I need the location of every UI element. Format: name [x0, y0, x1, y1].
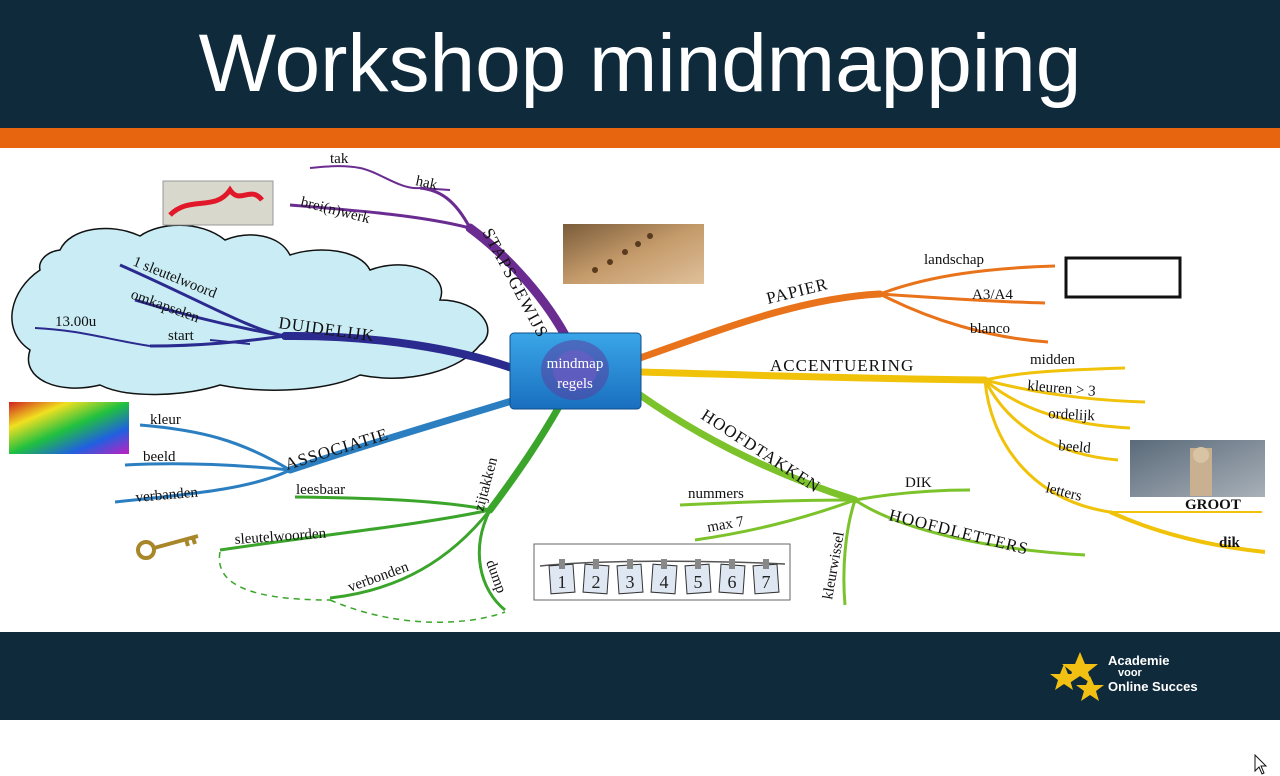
sub-tak: tak: [330, 151, 349, 167]
sub-breinwerk: brei(n)werk: [299, 194, 372, 227]
sub-dik: DIK: [905, 475, 932, 491]
stars-icon: [1050, 652, 1104, 701]
footer-bar: Academie voor Online Succes: [0, 632, 1280, 720]
sub-sleutelwoorden: sleutelwoorden: [234, 526, 327, 548]
logo-line2: voor: [1118, 667, 1142, 679]
academie-logo: Academie voor Online Succes: [1050, 650, 1250, 706]
center-label-line2: regels: [557, 376, 593, 392]
sub-nummers: nummers: [688, 486, 744, 502]
statue-image: [1130, 440, 1265, 497]
sub-hoofdletters: HOOFDLETTERS: [887, 505, 1031, 558]
blank-paper-image: [1064, 256, 1182, 299]
number-tile-label: 5: [694, 572, 703, 592]
footprints-image: [563, 224, 704, 284]
mindmap-diagram: mindmap regels 1 2 3 4 5 6 7 STAPSGEWIJS tak h…: [9, 151, 1266, 623]
number-tile: 4: [650, 559, 678, 595]
logo-line1: Academie: [1108, 653, 1170, 668]
sub-blanco: blanco: [970, 321, 1010, 337]
sub-a3a4: A3/A4: [972, 287, 1013, 303]
number-tile-label: 2: [592, 572, 601, 592]
sub-ordelijk: ordelijk: [1048, 406, 1096, 424]
sub-verbanden: verbanden: [135, 485, 199, 506]
cloud-shape: [11, 224, 489, 396]
number-tile: 3: [616, 559, 644, 595]
number-tile-label: 3: [626, 572, 635, 592]
number-tile-label: 7: [762, 572, 771, 592]
number-tile: 7: [752, 559, 780, 595]
sub-1300u: 13.00u: [55, 314, 97, 330]
sub-kleur: kleur: [150, 412, 181, 428]
number-tile-label: 6: [728, 572, 737, 592]
sub-hak: hak: [414, 173, 439, 193]
number-tile: 1: [548, 559, 576, 595]
rainbow-image: [9, 402, 129, 454]
branch-accentuering: ACCENTUERING: [770, 356, 914, 375]
sub-landschap: landschap: [924, 252, 984, 268]
sub-midden: midden: [1030, 352, 1075, 368]
page-title: Workshop mindmapping: [198, 18, 1082, 109]
logo-text: Academie voor Online Succes: [1108, 654, 1198, 693]
number-tile-label: 4: [660, 572, 669, 592]
sub-kleuren: kleuren > 3: [1027, 378, 1097, 400]
accent-bar: [0, 128, 1280, 148]
number-tile: 5: [684, 559, 712, 595]
key-icon: [136, 534, 199, 560]
numbers-card: 1 2 3 4 5 6 7: [533, 543, 791, 601]
sub-groot: GROOT: [1185, 497, 1241, 513]
number-tile-label: 1: [558, 572, 567, 592]
sub-dik-accent: dik: [1219, 535, 1241, 551]
title-bar: Workshop mindmapping: [0, 0, 1280, 128]
sub-start: start: [168, 328, 195, 344]
branch-hoofdtakken: HOOFDTAKKEN: [698, 405, 824, 496]
branch-stapsgewijs: STAPSGEWIJS: [478, 225, 552, 341]
sub-max7: max 7: [706, 514, 746, 536]
branch-associatie: ASSOCIATIE: [283, 424, 391, 474]
yarn-image: [162, 180, 274, 226]
number-tile: 6: [718, 559, 746, 595]
mindmap-canvas: mindmap regels 1 2 3 4 5 6 7 STAPSGEWIJS tak h…: [0, 148, 1280, 775]
sub-verbonden: verbonden: [346, 559, 411, 596]
sub-leesbaar: leesbaar: [296, 482, 345, 498]
number-tile: 2: [582, 559, 610, 595]
sub-beeld-accent: beeld: [1058, 438, 1092, 457]
sub-dump: dump: [482, 558, 509, 596]
logo-line3: Online Succes: [1108, 679, 1198, 694]
mouse-cursor-icon: [1254, 754, 1268, 775]
center-label-line1: mindmap: [547, 356, 604, 372]
sub-beeld-assoc: beeld: [143, 449, 176, 465]
sub-letters: letters: [1044, 480, 1084, 504]
